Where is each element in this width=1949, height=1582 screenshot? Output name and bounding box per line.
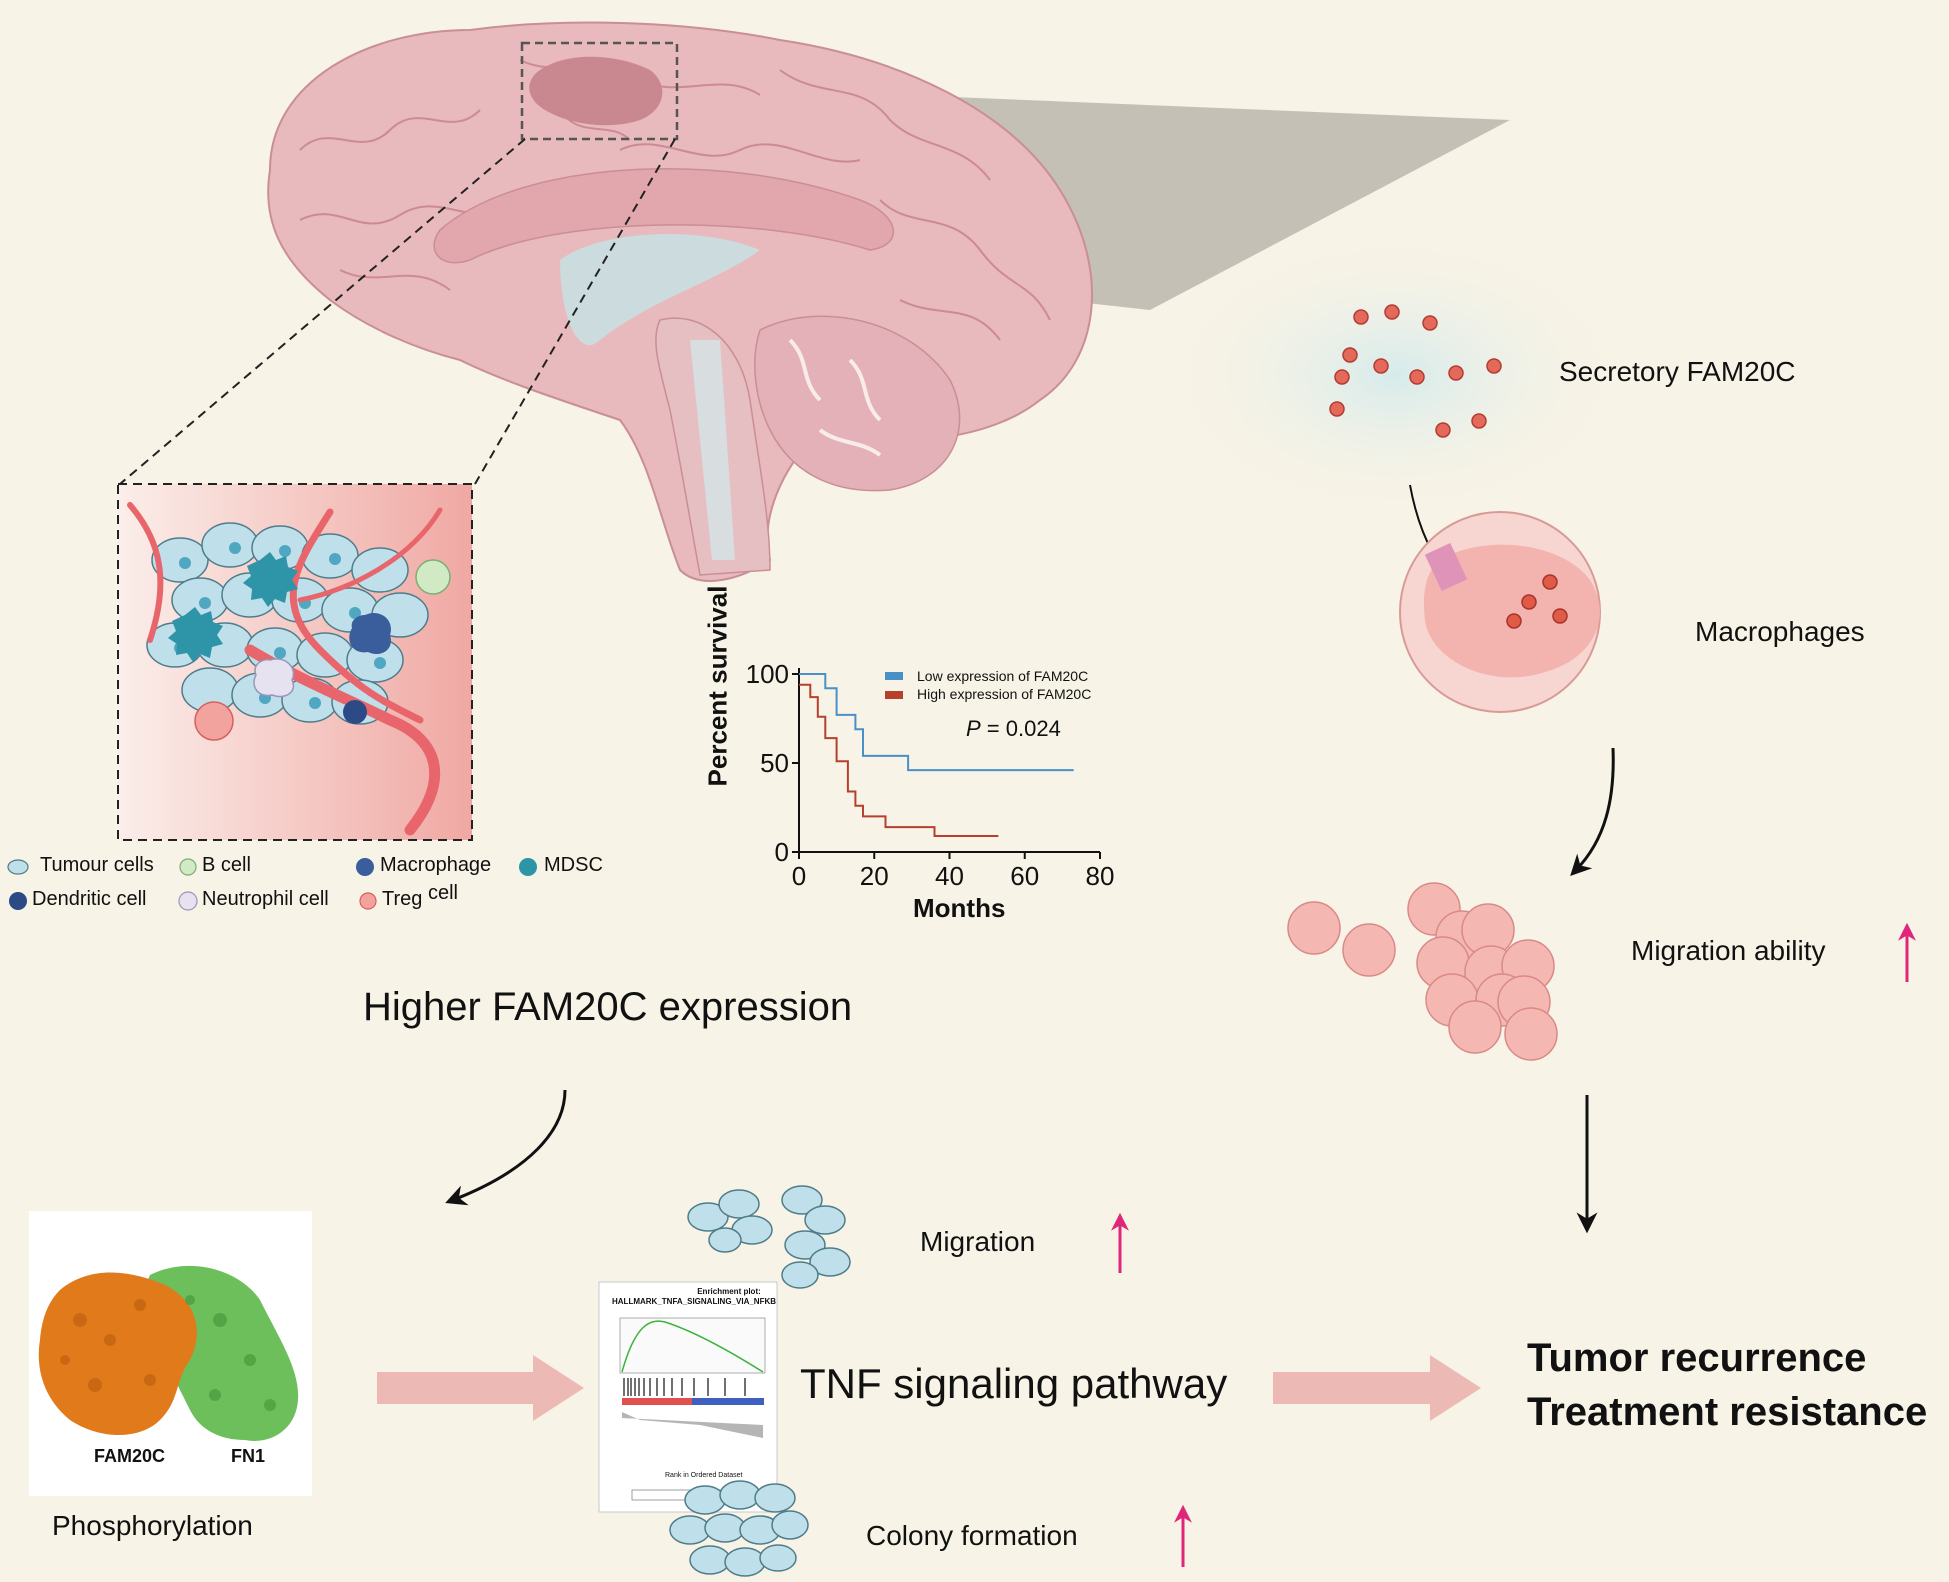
legend-low-expression: Low expression of FAM20C <box>917 668 1089 684</box>
x-tick-label: 0 <box>792 861 806 891</box>
treg-main: Treg <box>382 888 423 910</box>
zoom-box <box>520 41 679 141</box>
y-tick-label: 50 <box>760 748 789 778</box>
survival-chart: 0 20 40 60 80 0 50 100 <box>746 659 1115 891</box>
mdsc-cell <box>243 552 298 607</box>
p-value-label: P = 0.024 <box>966 716 1061 742</box>
b-cell <box>415 559 451 595</box>
migration-ability-label: Migration ability <box>1631 935 1826 966</box>
legend-b-cell: B cell <box>202 854 251 876</box>
ventricle <box>560 233 760 346</box>
tnf-pathway-label: TNF signaling pathway <box>800 1360 1228 1407</box>
legend-swatch-high <box>885 691 903 699</box>
macrophage-cell <box>349 612 391 655</box>
treg-suffix: cell <box>422 882 458 904</box>
dendritic-cell <box>343 700 367 724</box>
chart-axes: 0 20 40 60 80 0 50 100 <box>746 659 1115 891</box>
legend-dendritic-cell: Dendritic cell <box>32 888 147 910</box>
neutrophil-cell <box>253 658 295 698</box>
secretion-glow <box>1165 235 1625 515</box>
legend-high-expression: High expression of FAM20C <box>917 686 1092 702</box>
x-tick-label: 80 <box>1086 861 1115 891</box>
enrichment-xlabel: Rank in Ordered Dataset <box>665 1472 743 1479</box>
brain-illustration <box>119 21 1510 582</box>
tumor-cells-migration <box>687 1185 851 1289</box>
treatment-resistance-label: Treatment resistance <box>1527 1390 1928 1434</box>
cerebellum <box>754 315 961 492</box>
tumor-microenvironment <box>117 483 473 841</box>
legend-macrophage: Macrophage <box>380 854 492 876</box>
fam20c-protein-label: FAM20C <box>94 1446 166 1466</box>
macrophages-label: Macrophages <box>1695 616 1865 647</box>
flow-arrow-1 <box>377 1355 584 1421</box>
higher-expression-label: Higher FAM20C expression <box>363 985 853 1029</box>
colony-formation-label: Colony formation <box>866 1520 1078 1551</box>
y-tick-label: 0 <box>775 837 789 867</box>
flow-arrow-2 <box>1273 1355 1481 1421</box>
x-tick-label: 60 <box>1010 861 1039 891</box>
legend-treg-cell: Treg cell <box>382 882 458 911</box>
legend-icons <box>7 858 537 911</box>
x-tick-label: 40 <box>935 861 964 891</box>
p-symbol: P <box>966 716 981 741</box>
y-tick-label: 100 <box>746 659 789 689</box>
corpus-callosum <box>433 168 895 264</box>
treg-cell <box>194 701 234 741</box>
chart-series <box>799 673 1074 837</box>
enrichment-title: Enrichment plot: <box>697 1287 761 1296</box>
fn1-protein-label: FN1 <box>231 1446 266 1466</box>
series-line-low <box>799 673 1074 772</box>
brainstem-core <box>690 340 735 560</box>
legend-tumour-cells: Tumour cells <box>40 854 154 876</box>
migrating-cells <box>1287 882 1558 1061</box>
tumor-recurrence-label: Tumor recurrence <box>1527 1336 1867 1380</box>
fam20c-protein <box>38 1272 197 1435</box>
fam20c-particles <box>1329 304 1502 438</box>
migration-label: Migration <box>920 1226 1036 1257</box>
chart-ylabel: Percent survival <box>702 585 733 787</box>
enrichment-subtitle: HALLMARK_TNFA_SIGNALING_VIA_NFKB <box>612 1297 777 1306</box>
phosphorylation-label: Phosphorylation <box>52 1510 253 1541</box>
legend-neutrophil-cell: Neutrophil cell <box>202 888 329 910</box>
secretory-fam20c-label: Secretory FAM20C <box>1559 356 1796 387</box>
enrichment-plot <box>598 1281 778 1513</box>
p-value: = 0.024 <box>980 716 1061 741</box>
x-tick-label: 20 <box>860 861 889 891</box>
series-line-high <box>799 683 999 837</box>
secretion-pathway <box>1165 235 1625 1234</box>
chart-xlabel: Months <box>913 893 1006 923</box>
tumor-region <box>529 56 663 126</box>
increase-arrows <box>1111 922 1916 1567</box>
legend-swatch-low <box>885 672 903 680</box>
legend-mdsc: MDSC <box>544 854 603 876</box>
tumor-cells-colony <box>669 1480 809 1577</box>
protein-panel <box>29 1211 312 1496</box>
